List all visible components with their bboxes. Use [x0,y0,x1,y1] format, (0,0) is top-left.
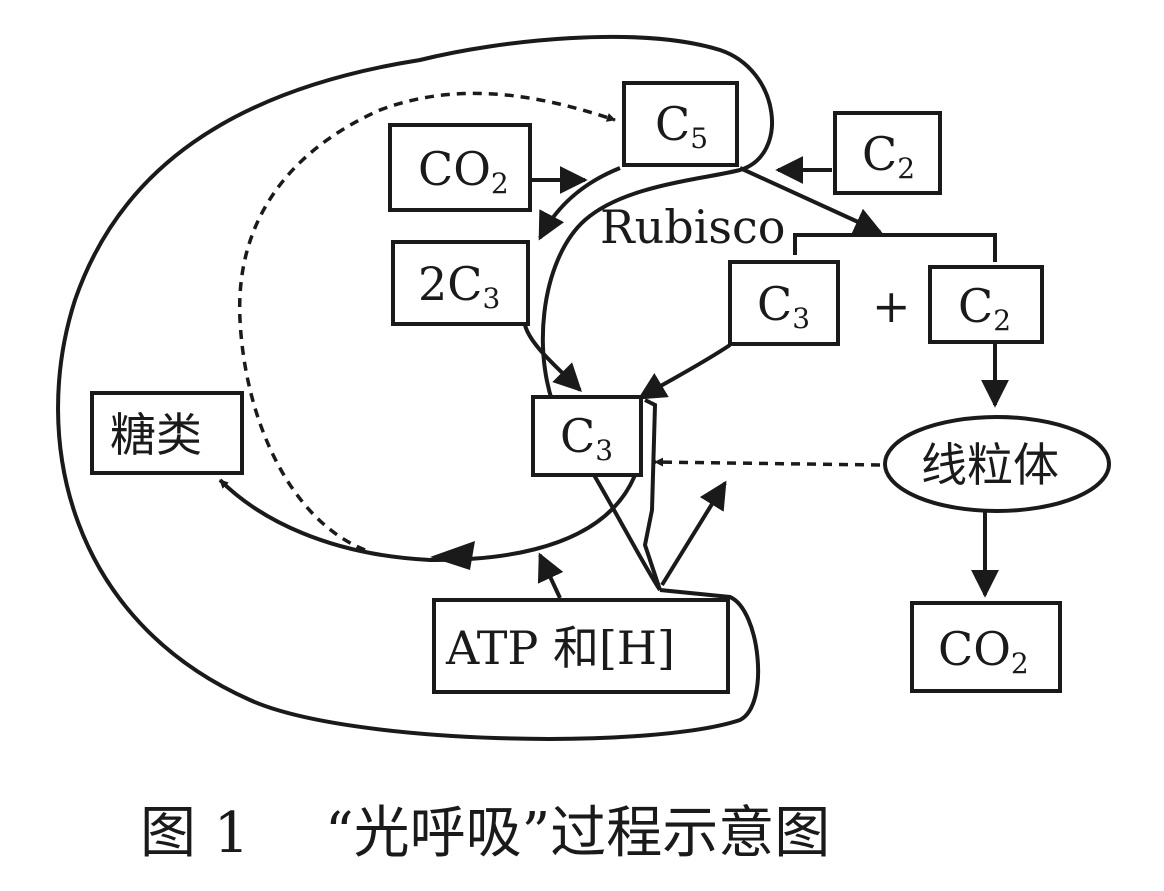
reduction-arrowhead [430,541,475,570]
node-c5: C5 [622,81,739,167]
node-c3-middle-label: C3 [560,409,613,467]
dashed-mito-to-c3-arrow [654,457,881,467]
node-2c3-label: 2C3 [418,257,500,315]
c3-right-to-c3-arrow [637,343,732,400]
atp-up-right-arrow [660,480,727,587]
node-c3-middle: C3 [531,395,643,477]
node-co2-output-label: CO2 [938,622,1029,680]
node-c3-right: C3 [728,260,840,346]
c5-to-bracket-arrow [739,166,883,235]
node-atp-h-label: ATP 和[H] [445,621,675,675]
node-sugar-label: 糖类 [110,408,202,462]
c5-to-2c3-arrow [538,166,621,241]
dashed-regeneration-arrow [237,91,616,552]
c3-to-atp-line [642,398,662,591]
outer-cycle-loop [56,34,774,741]
atp-to-curve-arrow [537,552,564,599]
node-co2-output: CO2 [910,601,1062,693]
c3-to-sugar-arrow [218,474,637,563]
node-c2-right: C2 [928,265,1044,344]
node-c3-right-label: C3 [757,277,810,335]
2c3-to-c3-arrow [523,324,582,392]
node-co2-input: CO2 [388,123,532,212]
plus-sign: + [872,279,911,333]
enzyme-rubisco-label: Rubisco [600,200,785,254]
node-c5-label: C5 [655,97,708,155]
node-2c3: 2C3 [391,240,530,326]
node-mitochondria: 线粒体 [883,415,1111,513]
figure-number: 图 1 [140,801,249,866]
node-c2-right-label: C2 [958,279,1011,337]
node-mitochondria-label: 线粒体 [921,438,1059,492]
node-c2-top: C2 [833,111,942,195]
node-co2-input-label: CO2 [418,142,509,200]
node-atp-h: ATP 和[H] [432,598,730,694]
figure-title: “光呼吸”过程示意图 [325,801,830,866]
node-c2-top-label: C2 [862,127,915,185]
split-bracket [793,233,997,262]
node-sugar: 糖类 [90,391,244,475]
